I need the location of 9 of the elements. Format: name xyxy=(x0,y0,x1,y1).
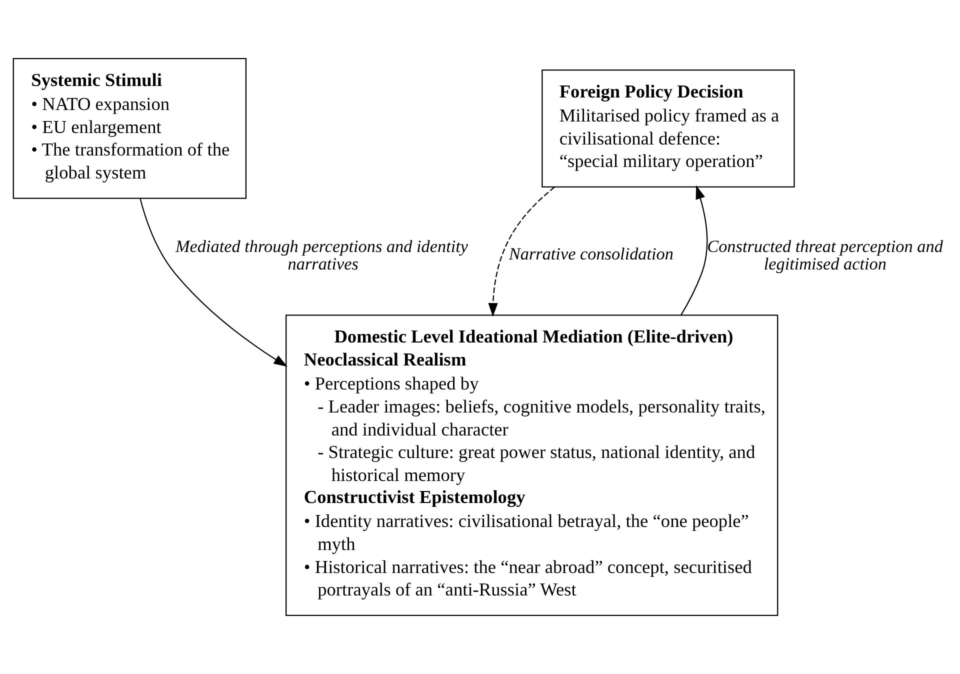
arrow xyxy=(488,186,555,317)
edge-label: Narrative consolidation xyxy=(508,244,674,264)
arrow xyxy=(680,185,708,316)
node-box: Systemic Stimuli • NATO expansion • EU enlargement • The transformation of the global system xyxy=(12,58,247,199)
arrow xyxy=(140,198,288,367)
node-box: Domestic Level Ideational Mediation (Elite-driven) Neoclassical Realism • Perceptions shaped by - Leader images: beliefs, cognitive models, personality traits, and individual character - Strategic culture: great power status, national identity, and historical memory Constructivist Epistemology • Identity narratives: civilisational betrayal, the “one people” myth • Historical narratives: the “near abroad” concept, securitised portrayals of an “anti-Russia” West xyxy=(286,314,778,616)
edge-label: Mediated through perceptions and identity narratives xyxy=(176,237,468,274)
edge-label: Constructed threat perception and legitimised action xyxy=(707,237,943,274)
node-box: Foreign Policy Decision Militarised policy framed as a civilisational defence: “special military operation” xyxy=(542,69,795,188)
